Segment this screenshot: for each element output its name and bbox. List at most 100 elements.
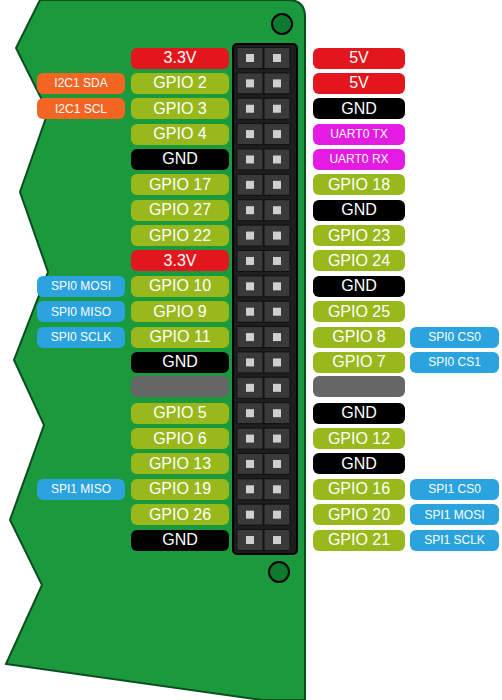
pin-cell: [264, 453, 290, 474]
pin-text: GND: [341, 456, 377, 472]
pin-text: GPIO 11: [149, 329, 210, 345]
gpio-pin-label: GPIO 6: [131, 428, 229, 449]
pin-square: [273, 206, 281, 214]
pin-cell: [264, 98, 290, 119]
pin-text: GPIO 10: [149, 278, 211, 294]
gpio-pin-label: GPIO 23: [313, 225, 405, 246]
gpio-pin-label: GPIO 24: [313, 250, 405, 271]
gpio-pin-label: GPIO 7: [313, 352, 405, 373]
pin-text: GND: [341, 202, 377, 218]
spi-function-label: SPI0 SCLK: [37, 327, 125, 348]
pin-square: [273, 130, 281, 138]
pin-text: GPIO 2: [153, 75, 206, 91]
gpio-pin-label: GPIO 16: [313, 479, 405, 500]
pin-text: GPIO 26: [149, 507, 211, 523]
pin-square: [246, 206, 254, 214]
pin-text: GPIO 22: [149, 228, 211, 244]
pcb-board: [6, 0, 305, 700]
pin-cell: [264, 403, 290, 424]
gpio-pin-label: GPIO 10: [131, 276, 229, 297]
gpio-pin-label: GPIO 21: [313, 530, 405, 551]
pin-cell: [237, 530, 263, 551]
pin-text: SPI0 CS1: [428, 356, 481, 368]
pin-cell: [264, 428, 290, 449]
pin-text: SPI1 MOSI: [424, 509, 484, 521]
spi-function-label: SPI0 MISO: [37, 301, 125, 322]
pin-cell: [264, 73, 290, 94]
uart-pin-label: UART0 RX: [313, 149, 405, 170]
pin-cell: [237, 453, 263, 474]
gpio-pin-label: GPIO 5: [131, 403, 229, 424]
gpio-pin-label: GPIO 25: [313, 301, 405, 322]
gpio-pin-label: GPIO 4: [131, 124, 229, 145]
pin-text: GPIO 20: [328, 507, 390, 523]
pin-square: [246, 257, 254, 265]
pin-cell: [237, 276, 263, 297]
pin-square: [246, 155, 254, 163]
pin-text: GPIO 16: [328, 481, 390, 497]
ground-pin-label: GND: [313, 200, 405, 221]
ground-pin-label: GND: [131, 352, 229, 373]
header-housing: [233, 44, 297, 554]
pin-cell: [264, 225, 290, 246]
blank-pin-label: [131, 376, 229, 397]
spi-function-label: SPI1 SCLK: [410, 530, 499, 551]
pin-text: UART0 RX: [329, 153, 388, 165]
pin-cell: [264, 327, 290, 348]
pin-square: [273, 333, 281, 341]
pin-square: [246, 536, 254, 544]
pin-text: SPI0 MOSI: [51, 280, 111, 292]
pin-square: [273, 384, 281, 392]
pin-square: [246, 54, 254, 62]
ground-pin-label: GND: [313, 403, 405, 424]
gpio-pin-label: GPIO 18: [313, 174, 405, 195]
pin-text: GPIO 18: [328, 177, 390, 193]
pin-text: SPI0 SCLK: [51, 331, 112, 343]
pin-square: [273, 409, 281, 417]
pin-text: SPI1 CS0: [428, 483, 481, 495]
pin-square: [246, 130, 254, 138]
pin-text: 5V: [349, 75, 369, 91]
pin-text: GPIO 9: [153, 304, 206, 320]
pin-text: GPIO 5: [153, 405, 206, 421]
pin-text: GPIO 3: [153, 101, 206, 117]
power-pin-label: 3.3V: [131, 48, 229, 69]
gpio-pin-label: GPIO 8: [313, 327, 405, 348]
pin-square: [273, 181, 281, 189]
pin-cell: [264, 174, 290, 195]
i2c-function-label: I2C1 SDA: [37, 73, 125, 94]
pin-text: GPIO 4: [153, 126, 206, 142]
pin-square: [246, 409, 254, 417]
pin-square: [273, 485, 281, 493]
pin-cell: [237, 149, 263, 170]
pin-text: GPIO 17: [149, 177, 211, 193]
gpio-pin-label: GPIO 17: [131, 174, 229, 195]
mounting-hole: [272, 14, 292, 34]
pin-text: GND: [341, 101, 377, 117]
pin-cell: [237, 48, 263, 69]
gpio-pin-label: GPIO 11: [131, 327, 229, 348]
pin-cell: [264, 377, 290, 398]
gpio-pin-label: GPIO 22: [131, 225, 229, 246]
pin-text: 5V: [349, 50, 369, 66]
pin-cell: [264, 200, 290, 221]
blank-pin-label: [313, 376, 405, 397]
pin-square: [246, 333, 254, 341]
pin-cell: [237, 301, 263, 322]
pin-text: GPIO 6: [153, 431, 206, 447]
spi-function-label: SPI0 CS0: [410, 327, 499, 348]
pin-text: GPIO 12: [328, 431, 390, 447]
gpio-pin-label: GPIO 3: [131, 98, 229, 119]
pin-text: GPIO 19: [149, 481, 211, 497]
gpio-pin-label: GPIO 26: [131, 504, 229, 525]
pin-text: GPIO 13: [149, 456, 211, 472]
pin-text: GND: [162, 354, 198, 370]
pin-cell: [264, 530, 290, 551]
pin-text: SPI1 SCLK: [424, 534, 485, 546]
pin-cell: [264, 352, 290, 373]
power-pin-label: 5V: [313, 73, 405, 94]
pin-text: GPIO 8: [332, 329, 385, 345]
pin-square: [246, 485, 254, 493]
pin-square: [246, 358, 254, 366]
